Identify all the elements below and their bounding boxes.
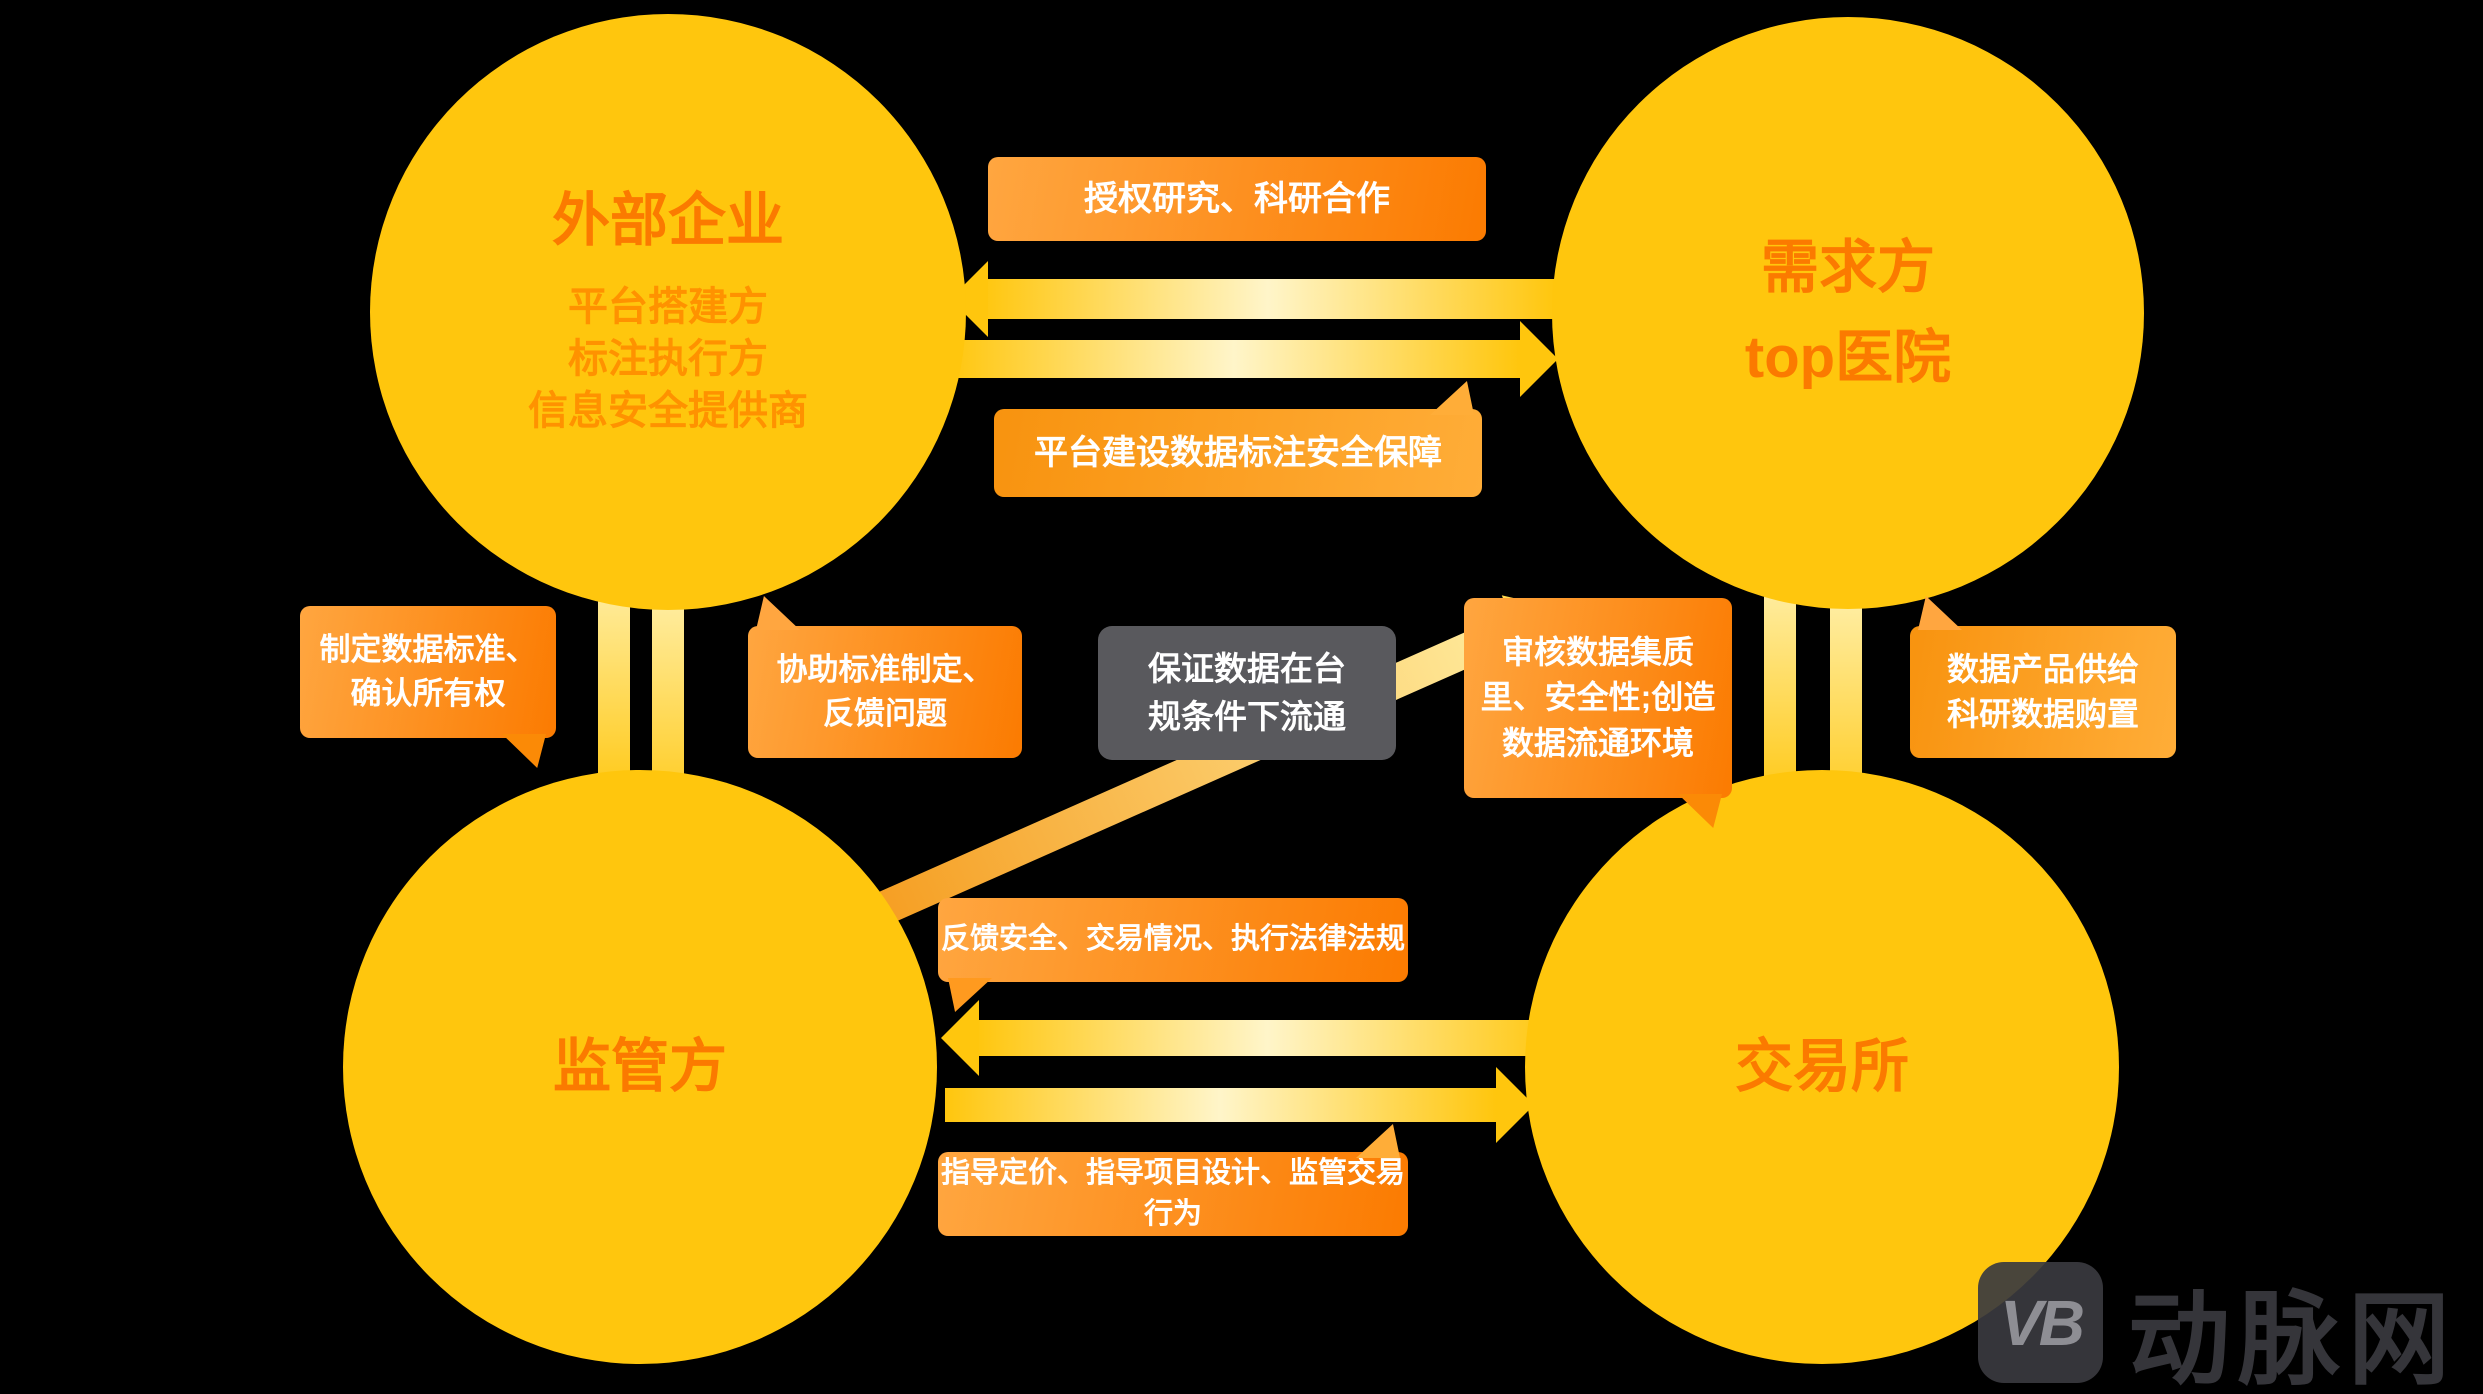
bubble-text: 确认所有权 — [350, 676, 506, 711]
node-title-line: 需求方 — [1760, 235, 1935, 301]
arrow-bottom-rightward-body — [945, 1088, 1496, 1122]
node-role-line: 标注执行方 — [568, 337, 768, 382]
bubble-text: 审核数据集质 — [1501, 633, 1694, 670]
node-title: 需求方 top医院 — [1745, 223, 1951, 403]
box-compliance-data-flow: 保证数据在台 规条件下流通 — [1098, 626, 1396, 760]
bubble-data-product-supply: 数据产品供给 科研数据购置 — [1910, 596, 2176, 758]
bubble-text: 数据流通环境 — [1501, 724, 1694, 761]
arrow-bottom-leftward-body — [975, 1020, 1560, 1056]
bubble-tail — [502, 734, 546, 768]
bubble-text: 数据产品供给 — [1946, 650, 2139, 687]
bubble-text: 反馈安全、交易情况、执行法律法规 — [940, 923, 1405, 956]
arrow-top-rightward-body — [948, 340, 1520, 378]
bubble-text: 平台建设数据标注安全保障 — [1034, 433, 1442, 472]
bubble-tail — [1918, 596, 1962, 630]
arrowhead-left-icon — [941, 1000, 979, 1076]
node-external-enterprise: 外部企业 平台搭建方 标注执行方 信息安全提供商 — [370, 14, 966, 610]
bubble-tail — [1430, 381, 1474, 415]
bubble-review-dataset-quality: 审核数据集质 里、安全性;创造 数据流通环境 — [1464, 598, 1732, 828]
vb-logo-icon: VB — [1978, 1262, 2103, 1383]
box-text: 规条件下流通 — [1148, 698, 1346, 735]
node-role-line: 平台搭建方 — [568, 285, 768, 330]
bubble-platform-annotation-security: 平台建设数据标注安全保障 — [994, 381, 1482, 497]
bubble-text: 反馈问题 — [823, 696, 947, 731]
bubble-text: 指导定价、指导项目设计、监管交易行为 — [940, 1156, 1405, 1230]
arrow-top-leftward-body — [980, 279, 1556, 319]
bubble-feedback-safety-trading: 反馈安全、交易情况、执行法律法规 — [938, 898, 1408, 1012]
node-demand-side-hospitals: 需求方 top医院 — [1552, 17, 2144, 609]
bubble-text: 制定数据标准、 — [319, 631, 537, 667]
watermark-brand-text: 动脉网 — [2128, 1283, 2458, 1394]
node-title: 监管方 — [552, 1033, 727, 1099]
bubble-text: 授权研究、科研合作 — [1084, 179, 1390, 218]
bubble-tail — [756, 596, 800, 630]
node-role-line: 信息安全提供商 — [528, 389, 808, 434]
vb-logo-text: VB — [2000, 1286, 2085, 1359]
node-title: 交易所 — [1734, 1033, 1909, 1099]
bubble-guide-pricing-supervision: 指导定价、指导项目设计、监管交易行为 — [938, 1124, 1408, 1236]
bubble-text: 协助标准制定、 — [776, 651, 994, 687]
node-title-line: top医院 — [1744, 325, 1952, 390]
node-title: 外部企业 — [551, 187, 784, 253]
node-roles: 平台搭建方 标注执行方 信息安全提供商 — [528, 279, 808, 439]
bubble-authorized-research: 授权研究、科研合作 — [988, 157, 1486, 241]
bubble-tail — [948, 978, 992, 1012]
box-text: 保证数据在台 — [1148, 650, 1346, 688]
bubble-set-data-standards: 制定数据标准、 确认所有权 — [300, 606, 556, 768]
bubble-assist-standards-feedback: 协助标准制定、 反馈问题 — [748, 596, 1022, 758]
bubble-text: 科研数据购置 — [1946, 696, 2139, 732]
bubble-tail — [1356, 1124, 1400, 1158]
bubble-text: 里、安全性;创造 — [1480, 679, 1716, 716]
node-regulator: 监管方 — [343, 770, 937, 1364]
